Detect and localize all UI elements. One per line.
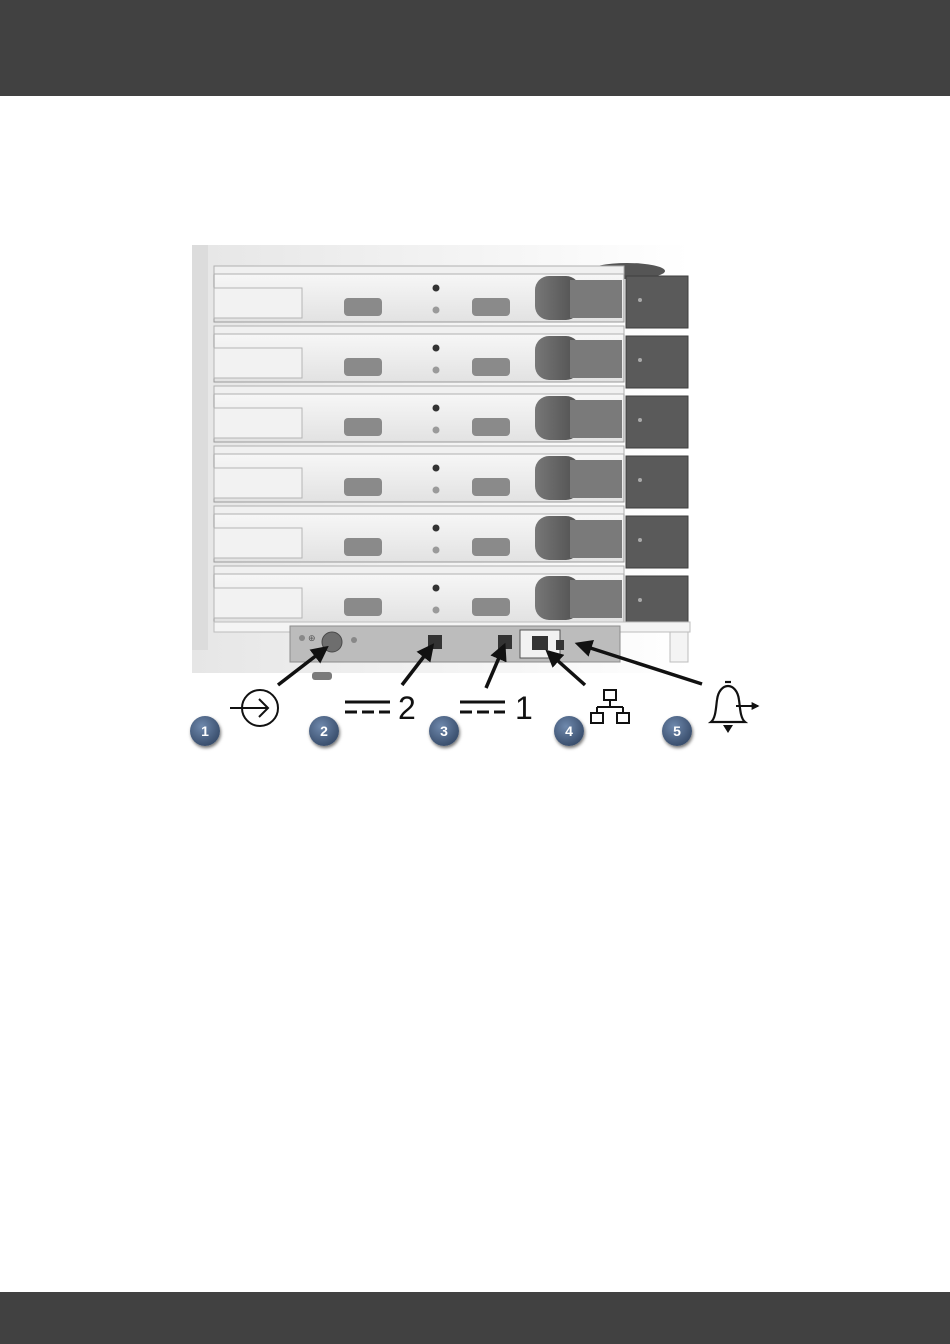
rack-left-edge	[192, 245, 208, 650]
callout-4: 4	[554, 716, 584, 746]
battery-module	[214, 386, 688, 448]
power-input-icon	[230, 690, 278, 726]
foot	[312, 672, 332, 680]
connection-panel: ⊕	[290, 626, 620, 662]
dc-port-1-label: 1	[515, 692, 533, 724]
battery-stack-figure: ⊕	[180, 240, 780, 760]
battery-module	[214, 266, 688, 328]
dc-output-icon	[460, 702, 505, 712]
alarm-bell-icon	[711, 682, 758, 733]
dc-output-icon	[345, 702, 390, 712]
base-leg	[670, 632, 688, 662]
battery-module	[214, 566, 688, 628]
top-bar	[0, 0, 950, 96]
battery-module	[214, 446, 688, 508]
callout-5: 5	[662, 716, 692, 746]
dc-port-2-label: 2	[398, 692, 416, 724]
callout-1: 1	[190, 716, 220, 746]
alarm-contact	[556, 640, 564, 650]
bottom-bar	[0, 1292, 950, 1344]
battery-module	[214, 506, 688, 568]
callout-3: 3	[429, 716, 459, 746]
callout-2: 2	[309, 716, 339, 746]
svg-text:⊕: ⊕	[308, 633, 316, 643]
battery-module	[214, 326, 688, 388]
network-icon	[591, 690, 629, 723]
rj45-port	[532, 636, 548, 650]
battery-stack-illustration: ⊕	[180, 240, 780, 760]
